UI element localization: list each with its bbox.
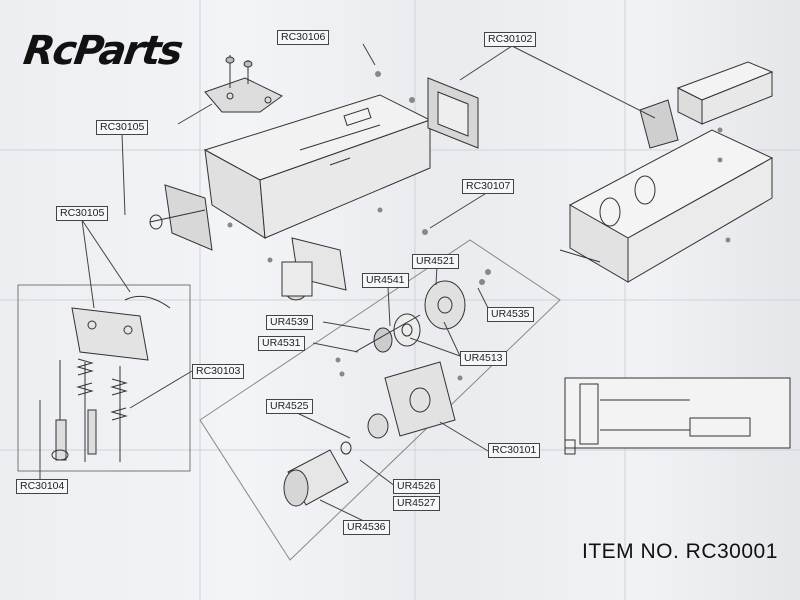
brand-logo: RcParts [20, 28, 185, 74]
spring-post-assembly-part [51, 295, 171, 462]
label-ur4521: UR4521 [412, 254, 459, 269]
battery-pack-part [639, 61, 774, 149]
rc30102-plate-part [427, 77, 479, 149]
label-rc30105-top: RC30105 [96, 120, 149, 135]
label-rc30107: RC30107 [462, 179, 515, 194]
label-rc30101: RC30101 [488, 443, 541, 458]
label-ur4541: UR4541 [362, 273, 409, 288]
label-ur4525: UR4525 [266, 399, 313, 414]
label-rc30104: RC30104 [16, 479, 69, 494]
assembled-chassis-part [559, 129, 774, 283]
label-ur4531: UR4531 [258, 336, 305, 351]
top-view-part [564, 377, 791, 455]
motor-lower-part [283, 441, 352, 507]
main-chassis-part [149, 94, 432, 251]
label-rc30105-left: RC30105 [56, 206, 109, 221]
label-ur4527: UR4527 [393, 496, 440, 511]
label-ur4539: UR4539 [266, 315, 313, 330]
label-ur4535: UR4535 [487, 307, 534, 322]
label-ur4526: UR4526 [393, 479, 440, 494]
motor-mount-part [367, 361, 456, 439]
gear-detail-box [199, 239, 561, 561]
label-rc30106: RC30106 [277, 30, 330, 45]
spur-gear-part [354, 280, 466, 353]
label-ur4513: UR4513 [460, 351, 507, 366]
detail-box [17, 284, 191, 472]
label-rc30103: RC30103 [192, 364, 245, 379]
motor-upper-part [281, 237, 347, 301]
label-rc30102: RC30102 [484, 32, 537, 47]
label-ur4536: UR4536 [343, 520, 390, 535]
item-number: ITEM NO. RC30001 [582, 540, 778, 563]
top-bracket-part [204, 55, 283, 113]
